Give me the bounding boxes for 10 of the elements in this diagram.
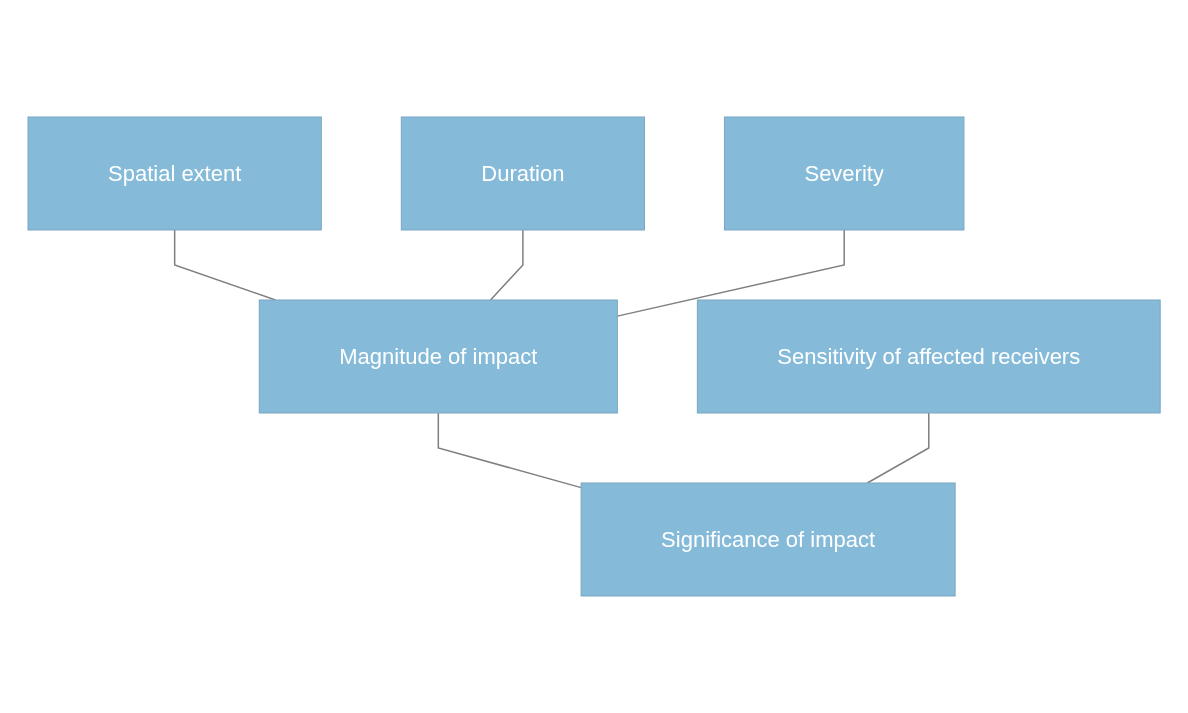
connector [489, 229, 524, 301]
connector [437, 412, 582, 489]
connector [616, 229, 845, 317]
connector [866, 412, 930, 484]
node-box: Sensitivity of affected receivers [696, 299, 1161, 414]
node-box: Spatial extent [27, 116, 322, 231]
node-box: Significance of impact [580, 482, 956, 597]
node-box: Severity [723, 116, 965, 231]
node-box: Duration [400, 116, 645, 231]
node-box: Magnitude of impact [258, 299, 618, 414]
